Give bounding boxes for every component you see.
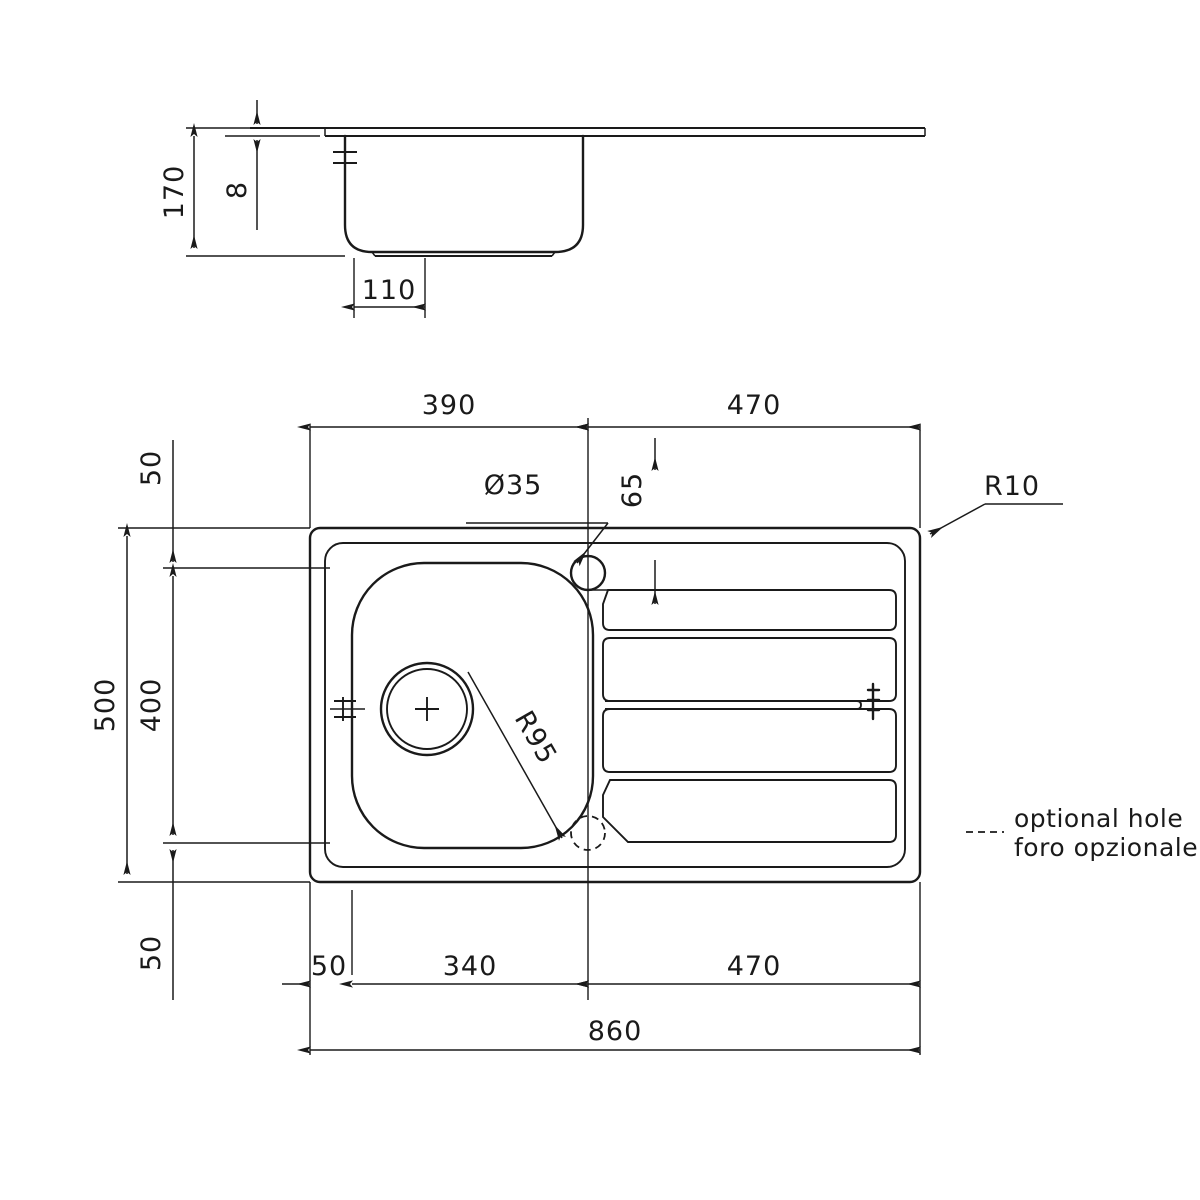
dim-340-label: 340: [443, 951, 498, 982]
dim-400-label: 400: [136, 678, 167, 733]
groove-3: [602, 708, 897, 773]
legend-line-it: foro opzionale: [1014, 833, 1198, 862]
groove-channel: [605, 700, 862, 710]
dim-470-top-label: 470: [727, 390, 782, 421]
dim-110-label: 110: [362, 275, 417, 306]
rim-plate: [250, 127, 926, 137]
dim-r95-label: R95: [508, 706, 563, 770]
bowl-radius-callout: R95: [467, 671, 566, 841]
dim-50-edge-label: 50: [311, 951, 347, 982]
dim-top-group: 390 470: [297, 390, 921, 528]
break-symbol-side: [333, 140, 357, 200]
side-extension-lines: [186, 127, 345, 257]
break-symbol-plan: [330, 697, 365, 721]
dim-bottom-group: 50 340 470 860: [282, 882, 921, 1055]
drainboard-grooves: [602, 589, 897, 843]
sink-bowl-outline: [350, 561, 595, 850]
drain-inner-ring: [386, 668, 468, 750]
drain-crosshair: [415, 697, 439, 721]
bowl-section-outline: [343, 134, 585, 257]
dim-860-label: 860: [588, 1016, 643, 1047]
sink-outer-outline: [308, 526, 922, 884]
corner-radius-callout: R10: [927, 471, 1063, 538]
plan-view-group: 390 470 65 Ø35 R10: [90, 390, 1063, 1055]
sink-inner-rim: [324, 542, 906, 868]
dim-r10-label: R10: [984, 471, 1040, 502]
optional-hole-legend: optional hole foro opzionale: [966, 804, 1198, 862]
dim-470-bottom-label: 470: [727, 951, 782, 982]
groove-2: [602, 637, 897, 702]
groove-4: [602, 779, 897, 843]
dim-110: 110: [341, 258, 426, 318]
dim-170: 170: [159, 123, 198, 249]
brand-logo-mark: [866, 682, 881, 721]
dim-8-label: 8: [222, 181, 253, 199]
dim-65: 65: [588, 438, 660, 605]
side-elevation-group: 170 8 110: [159, 100, 926, 318]
dim-8: 8: [222, 100, 261, 230]
drain-outer-ring: [379, 661, 475, 757]
dim-170-label: 170: [159, 165, 190, 220]
legend-line-en: optional hole: [1014, 804, 1183, 833]
dim-500-label: 500: [90, 678, 121, 733]
dim-d35-label: Ø35: [484, 470, 543, 501]
dim-65-label: 65: [617, 472, 648, 508]
dim-left-group: 500 400 50 50: [90, 440, 330, 1000]
dim-50-bottom-label: 50: [136, 935, 167, 971]
tap-hole-callout: Ø35: [466, 470, 609, 567]
groove-1: [602, 589, 897, 631]
dim-50-top-label: 50: [136, 450, 167, 486]
dim-390-label: 390: [422, 390, 477, 421]
